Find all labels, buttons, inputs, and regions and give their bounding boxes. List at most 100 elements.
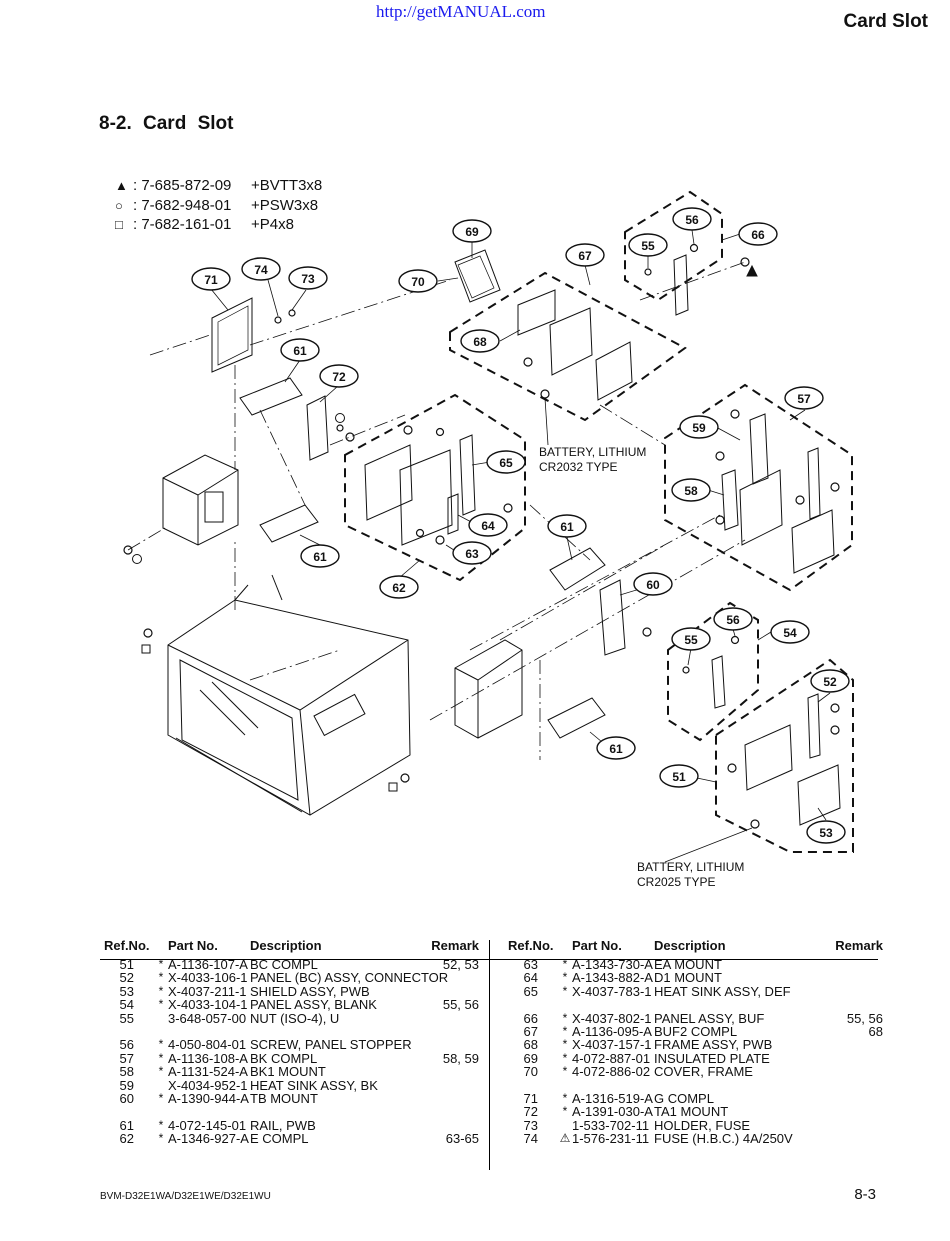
triangle-icon: [746, 264, 758, 277]
remark-cell: [425, 1092, 479, 1105]
parts-table-right: Ref.No. Part No. Description Remark 63 * A…: [508, 938, 883, 1145]
remark-cell: [829, 971, 883, 984]
callout-label: 57: [797, 392, 811, 406]
callout-70: 70: [398, 269, 438, 293]
square-icon: [388, 782, 398, 792]
ref-cell: 68: [523, 1037, 538, 1053]
part-number-cell: 4-050-804-01: [168, 1037, 247, 1053]
callout-label: 61: [313, 550, 327, 564]
description-cell: INSULATED PLATE: [654, 1050, 770, 1066]
ref-cell: 52: [119, 970, 134, 986]
callout-label: 65: [499, 456, 513, 470]
callout-66: 66: [738, 222, 778, 246]
callout-label: 63: [465, 547, 479, 561]
callout-label: 55: [641, 239, 655, 253]
callout-67: 67: [565, 243, 605, 267]
part-number-cell: A-1343-882-A: [572, 970, 653, 986]
card-cage-lower: [454, 639, 523, 739]
callout-72: 72: [319, 364, 359, 388]
remark-cell: [425, 1079, 479, 1092]
callout-74: 74: [241, 257, 281, 281]
square-icon: [141, 644, 151, 654]
callout-51: 51: [659, 764, 699, 788]
callout-58: 58: [671, 478, 711, 502]
legend-row: □: 7-682-161-01+P4x8: [115, 215, 322, 235]
callout-71: 71: [191, 267, 231, 291]
description-cell: D1 MOUNT: [654, 970, 722, 986]
part-number-cell: 3-648-057-00: [168, 1010, 247, 1026]
callout-68: 68: [460, 329, 500, 353]
remark-cell: [829, 985, 883, 998]
ref-cell: 63: [523, 957, 538, 972]
legend-desc: +BVTT3x8: [251, 177, 323, 194]
legend-row: ○: 7-682-948-01+PSW3x8: [115, 196, 322, 216]
star-cell: *: [562, 1090, 568, 1105]
part-number-cell: A-1346-927-A: [168, 1131, 249, 1147]
callout-label: 60: [646, 578, 660, 592]
part-number-cell: X-4037-157-1: [572, 1037, 652, 1053]
callout-label: 58: [684, 484, 698, 498]
star-cell: *: [158, 1090, 164, 1105]
description-cell: HEAT SINK ASSY, BK: [250, 1077, 378, 1093]
row-spacer: [508, 1079, 883, 1092]
callout-label: 56: [685, 213, 699, 227]
ref-cell: 55: [119, 1010, 134, 1026]
remark-cell: [829, 1065, 883, 1078]
ref-cell: 53: [119, 983, 134, 999]
callout-61d: 61: [596, 736, 636, 760]
star-cell: *: [562, 983, 568, 998]
description-cell: HOLDER, FUSE: [654, 1117, 751, 1133]
row-spacer: [104, 1105, 479, 1118]
callout-56a: 56: [672, 207, 712, 231]
circle-icon: [335, 413, 345, 423]
ref-cell: 66: [523, 1010, 538, 1026]
star-cell: *: [158, 1131, 164, 1146]
callout-64: 64: [468, 513, 508, 537]
part-number-cell: A-1136-107-A: [168, 957, 248, 972]
part-number-cell: A-1316-519-A: [572, 1090, 653, 1106]
callout-label: 52: [823, 675, 837, 689]
description-cell: EA MOUNT: [654, 957, 722, 972]
part-number-cell: X-4034-952-1: [168, 1077, 248, 1093]
callout-56b: 56: [713, 607, 753, 631]
remark-cell: [829, 1038, 883, 1051]
part-number-cell: 4-072-886-02: [572, 1064, 651, 1080]
source-url[interactable]: http://getMANUAL.com: [376, 2, 546, 21]
ref-cell: 59: [119, 1077, 134, 1093]
description-cell: BK1 MOUNT: [250, 1064, 326, 1080]
assembly-outlines: [344, 190, 854, 853]
header-remark: Remark: [431, 938, 479, 953]
description-cell: TB MOUNT: [250, 1090, 318, 1106]
description-cell: E COMPL: [250, 1131, 309, 1147]
callout-52: 52: [810, 669, 850, 693]
assembly-lines: [127, 261, 746, 760]
description-cell: G COMPL: [654, 1090, 714, 1106]
boards: [211, 249, 841, 826]
star-cell: [154, 1012, 168, 1025]
callout-62: 62: [379, 575, 419, 599]
remark-cell: [829, 1119, 883, 1132]
star-cell: *: [562, 1064, 568, 1079]
ref-cell: 67: [523, 1023, 538, 1039]
main-chassis: [167, 574, 411, 816]
star-cell: ⚠: [559, 1131, 571, 1146]
part-number-cell: X-4033-106-1: [168, 970, 248, 986]
callout-label: 74: [254, 263, 268, 277]
legend-part: : 7-682-948-01: [133, 196, 232, 214]
square-icon: □: [115, 217, 123, 232]
table-header: Ref.No. Part No. Description Remark: [508, 938, 883, 958]
description-cell: HEAT SINK ASSY, DEF: [654, 983, 791, 999]
remark-cell: 68: [868, 1023, 883, 1039]
remark-cell: [425, 1012, 479, 1025]
